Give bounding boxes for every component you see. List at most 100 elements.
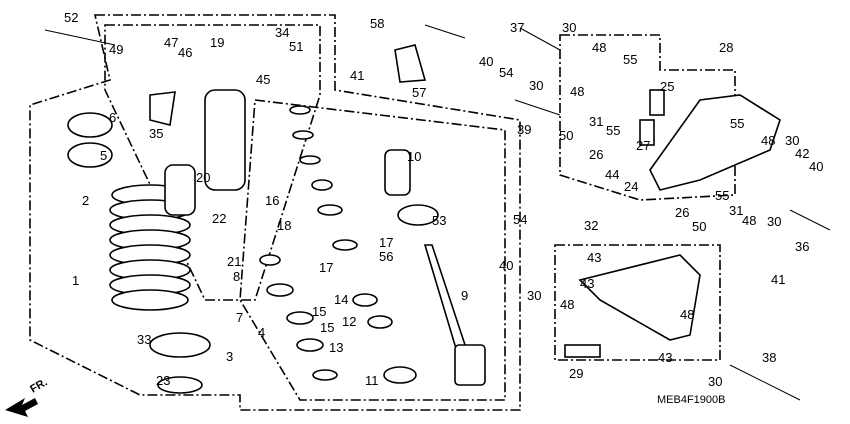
callout-label: 41 — [771, 272, 785, 287]
callout-label: 40 — [809, 159, 823, 174]
callout-label: 26 — [589, 147, 603, 162]
callout-label: 10 — [407, 149, 421, 164]
callout-label: 19 — [210, 35, 224, 50]
bladder — [397, 204, 439, 226]
callout-label: 14 — [334, 292, 348, 307]
callout-label: 12 — [342, 314, 356, 329]
callout-label: 48 — [680, 307, 694, 322]
callout-label: 16 — [265, 193, 279, 208]
callout-label: 52 — [64, 10, 78, 25]
link-arm-outline — [554, 244, 721, 361]
front-arrow-icon — [5, 398, 38, 417]
callout-label: 43 — [658, 350, 672, 365]
callout-label: 13 — [329, 340, 343, 355]
rod-link — [578, 254, 701, 341]
collar-29 — [564, 344, 601, 358]
rod-end — [454, 344, 486, 386]
callout-label: 9 — [461, 288, 468, 303]
callout-label: 53 — [432, 213, 446, 228]
callout-label: 6 — [109, 110, 116, 125]
callout-label: 58 — [370, 16, 384, 31]
callout-label: 5 — [100, 148, 107, 163]
spring — [109, 184, 191, 311]
collar-27 — [639, 119, 655, 146]
callout-label: 46 — [178, 45, 192, 60]
callout-label: 27 — [636, 138, 650, 153]
callout-label: 37 — [510, 20, 524, 35]
callout-label: 30 — [529, 78, 543, 93]
reservoir-cap — [384, 149, 411, 196]
callout-label: 3 — [226, 349, 233, 364]
callout-label: 45 — [256, 72, 270, 87]
callout-label: 48 — [570, 84, 584, 99]
diagram-code: MEB4F1900B — [657, 394, 726, 406]
callout-label: 29 — [569, 366, 583, 381]
callout-label: 40 — [479, 54, 493, 69]
adjuster-nut — [67, 142, 113, 168]
callout-label: 56 — [379, 249, 393, 264]
callout-label: 35 — [149, 126, 163, 141]
callout-label: 42 — [795, 146, 809, 161]
shock-assembly-outline — [29, 14, 521, 411]
cover — [149, 91, 176, 126]
stopper-ring — [157, 376, 203, 394]
callout-label: 4 — [258, 325, 265, 340]
callout-label: 39 — [517, 122, 531, 137]
callout-label: 8 — [233, 269, 240, 284]
callout-label: 15 — [312, 304, 326, 319]
callout-label: 44 — [605, 167, 619, 182]
bolt-37 — [519, 27, 561, 51]
shim-stack — [259, 105, 417, 384]
callout-label: 43 — [580, 276, 594, 291]
callout-label: 48 — [742, 213, 756, 228]
callout-label: 49 — [109, 42, 123, 57]
callout-label: 30 — [527, 288, 541, 303]
callout-label: 48 — [560, 297, 574, 312]
callout-label: 41 — [350, 68, 364, 83]
callout-label: 2 — [82, 193, 89, 208]
callout-label: 34 — [275, 25, 289, 40]
collar-25 — [649, 89, 665, 116]
callout-label: 30 — [767, 214, 781, 229]
callout-label: 30 — [708, 374, 722, 389]
callout-label: 48 — [592, 40, 606, 55]
callout-label: 17 — [379, 235, 393, 250]
lock-nut — [67, 112, 113, 138]
shock-arm — [649, 94, 781, 191]
callout-label: 31 — [589, 114, 603, 129]
callout-label: 28 — [719, 40, 733, 55]
callout-label: 38 — [762, 350, 776, 365]
bolt-52 — [44, 29, 116, 46]
bolt-38 — [729, 364, 801, 401]
callout-label: 48 — [761, 133, 775, 148]
callout-label: 7 — [236, 310, 243, 325]
callout-label: 55 — [623, 52, 637, 67]
callout-label: 18 — [277, 218, 291, 233]
bolt-39 — [514, 99, 561, 116]
spring-seat — [149, 332, 211, 358]
callout-label: 30 — [785, 133, 799, 148]
callout-label: 50 — [692, 219, 706, 234]
bolt-58 — [424, 24, 466, 39]
callout-label: 33 — [137, 332, 151, 347]
callout-label: 30 — [562, 20, 576, 35]
callout-label: 25 — [660, 79, 674, 94]
callout-label: 15 — [320, 320, 334, 335]
callout-label: 55 — [715, 188, 729, 203]
cover-57 — [394, 44, 427, 83]
callout-label: 23 — [156, 373, 170, 388]
shock-body — [204, 89, 246, 191]
callout-label: 57 — [412, 85, 426, 100]
callout-label: 21 — [227, 254, 241, 269]
bolt-36 — [789, 209, 831, 231]
callout-label: 1 — [72, 273, 79, 288]
callout-label: 36 — [795, 239, 809, 254]
callout-label: 26 — [675, 205, 689, 220]
damper-outline — [104, 24, 321, 301]
callout-label: 43 — [587, 250, 601, 265]
callout-label: 17 — [319, 260, 333, 275]
bump-rubber — [164, 164, 196, 216]
callout-label: 55 — [730, 116, 744, 131]
callout-label: 54 — [499, 65, 513, 80]
